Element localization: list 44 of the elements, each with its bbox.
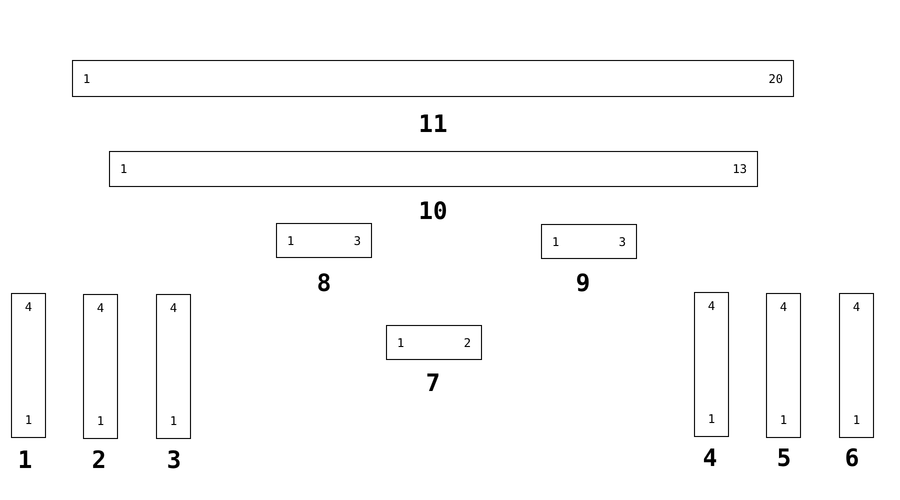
pin-number: 1 [397,336,404,350]
part-number: 3 [166,446,182,474]
part-number: 6 [844,444,860,472]
pin-number: 1 [552,234,560,248]
connector-outline [766,293,801,438]
connector-outline [694,292,729,437]
pin-number: 3 [618,234,626,248]
part-number: 9 [574,269,592,297]
pin-number: 1 [83,72,90,86]
part-number: 7 [424,369,442,397]
pin-number: 20 [768,72,783,86]
part-number: 8 [316,269,332,297]
pin-number: 1 [168,414,178,428]
pin-number: 4 [706,299,716,313]
pin-number: 4 [168,301,178,315]
connector-outline [72,60,794,97]
part-number: 11 [418,110,448,138]
part-number: 2 [90,446,108,474]
connector-outline [541,224,637,259]
pin-number: 4 [778,300,788,314]
pin-number: 1 [24,413,34,427]
pin-number: 2 [464,336,471,350]
connector-outline [109,151,758,187]
connector-outline [839,293,874,438]
part-number: 1 [16,446,34,474]
pin-number: 4 [852,300,862,314]
pin-number: 1 [96,414,106,428]
pin-number: 4 [96,301,106,315]
connector-outline [156,294,191,439]
pin-number: 1 [287,234,294,248]
part-number: 5 [776,444,792,472]
part-number: 10 [418,197,448,225]
pin-number: 1 [852,413,862,427]
pin-number: 1 [706,412,716,426]
connector-outline [11,293,46,438]
pin-number: 1 [120,162,128,176]
pin-number: 3 [354,234,361,248]
pin-number: 4 [24,300,34,314]
connector-outline [276,223,372,258]
connector-outline [386,325,482,360]
part-number: 4 [702,444,718,472]
pin-number: 13 [732,162,747,176]
connector-outline [83,294,118,439]
pin-number: 1 [778,413,788,427]
